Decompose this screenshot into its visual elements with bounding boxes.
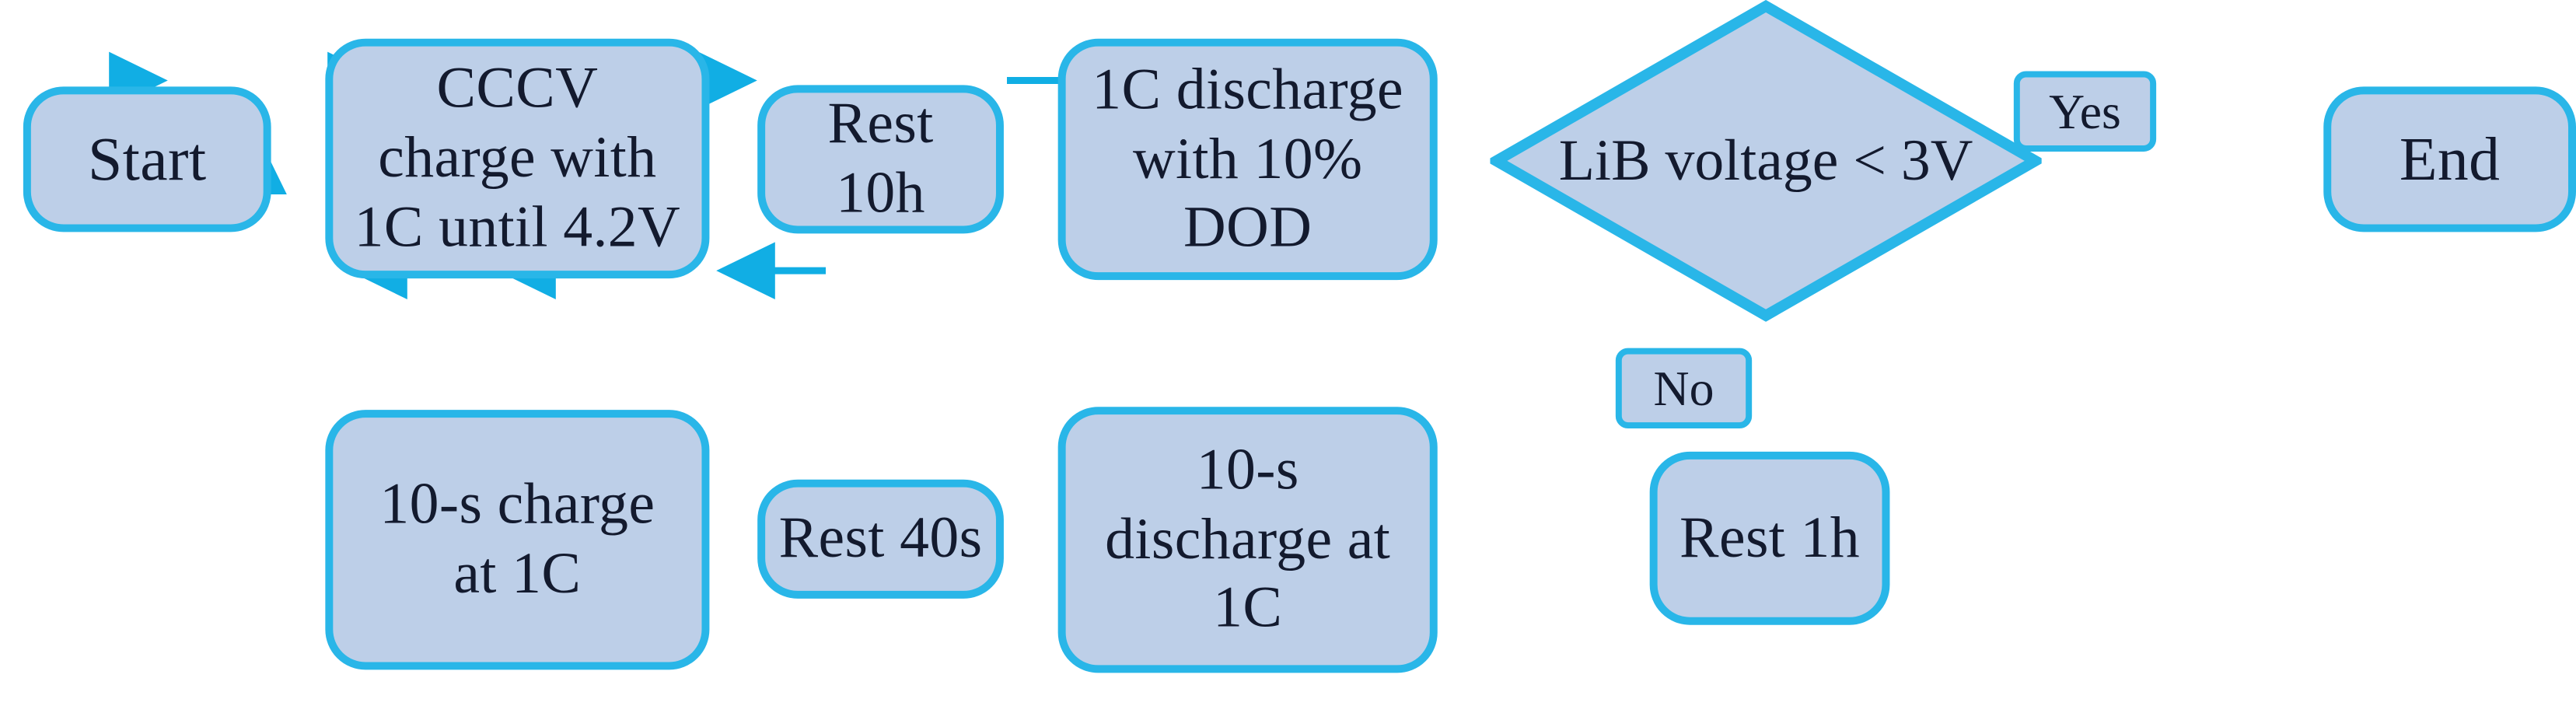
node-1c-discharge-label: 1C discharge with 10% DOD (1092, 57, 1404, 261)
node-end-label: End (2399, 124, 2501, 194)
node-10s-discharge-label: 10-s discharge at 1C (1105, 437, 1391, 641)
node-rest-40s-label: Rest 40s (778, 505, 983, 571)
node-decision[interactable]: LiB voltage < 3V (1490, 0, 2042, 322)
diamond-shape (1490, 0, 2042, 322)
node-rest-40s[interactable]: Rest 40s (757, 479, 1004, 599)
node-end[interactable]: End (2323, 86, 2576, 232)
edge-label-no-text: No (1653, 359, 1714, 416)
node-1c-discharge[interactable]: 1C discharge with 10% DOD (1057, 38, 1438, 281)
node-rest-1h[interactable]: Rest 1h (1649, 451, 1890, 625)
node-10s-discharge[interactable]: 10-s discharge at 1C (1057, 407, 1438, 673)
node-10s-charge[interactable]: 10-s charge at 1C (325, 410, 710, 670)
edge-label-yes-text: Yes (2049, 82, 2121, 139)
edge-label-yes: Yes (2013, 71, 2157, 152)
node-decision-label: LiB voltage < 3V (1558, 128, 1973, 194)
node-rest-1h-label: Rest 1h (1679, 505, 1861, 571)
node-rest-10h-label: Rest 10h (827, 91, 934, 226)
node-10s-charge-label: 10-s charge at 1C (379, 472, 655, 606)
node-rest-10h[interactable]: Rest 10h (757, 85, 1004, 234)
edge-label-no: No (1615, 348, 1753, 429)
node-start-label: Start (87, 124, 207, 194)
node-cccv-charge-label: CCCV charge with 1C until 4.2V (354, 56, 681, 260)
node-start[interactable]: Start (23, 86, 271, 232)
node-cccv-charge[interactable]: CCCV charge with 1C until 4.2V (325, 38, 710, 279)
